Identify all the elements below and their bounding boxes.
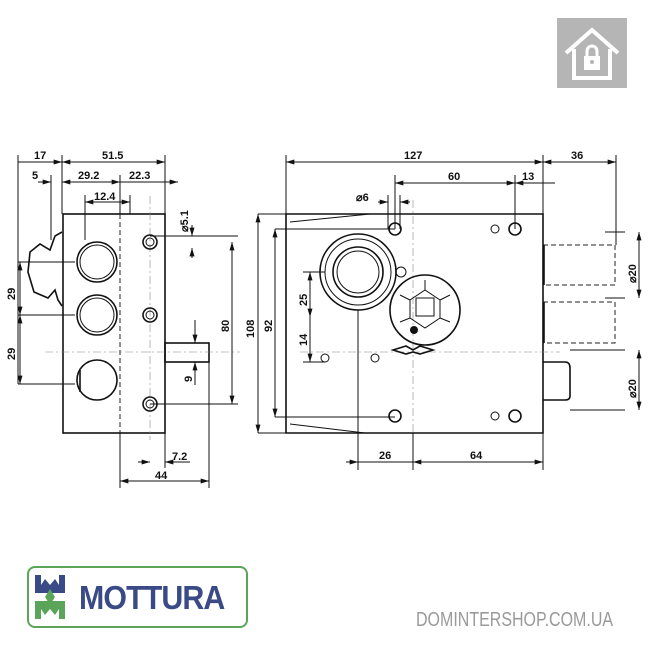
- side-view: 17 51.5 5 29.2 22.3 12.4 29 29 ⌀5.1 80 9…: [6, 150, 240, 488]
- house-lock-icon: [557, 18, 627, 88]
- mounting-holes: [320, 222, 522, 423]
- mottura-logo-mark: [35, 575, 65, 619]
- dim-51-5: 51.5: [102, 150, 123, 162]
- dim-92: 92: [263, 320, 275, 332]
- dim-36: 36: [571, 150, 583, 162]
- dim-29-lower: 29: [6, 348, 18, 360]
- handle-disk: [389, 274, 461, 355]
- brand-name: MOTTURA: [79, 579, 225, 616]
- cylinder: [319, 233, 407, 311]
- dim-44: 44: [155, 470, 168, 482]
- dim-26: 26: [379, 450, 391, 462]
- lock-body-front: [285, 213, 544, 434]
- dim-17: 17: [34, 150, 46, 162]
- dim-22-3: 22.3: [129, 170, 150, 182]
- website-watermark: DOMINTERSHOP.COM.UA: [416, 609, 614, 631]
- dim-dia-5-1: ⌀5.1: [179, 210, 191, 232]
- front-view: 127 36 60 13 ⌀6 108 92 25 14 26 64 ⌀20 ⌀…: [245, 150, 642, 470]
- dim-64: 64: [470, 450, 483, 462]
- dim-13: 13: [522, 171, 534, 183]
- knob: [27, 231, 63, 307]
- dim-29-upper: 29: [6, 288, 18, 300]
- dim-dia-6: ⌀6: [356, 192, 369, 204]
- dim-7-2: 7.2: [172, 451, 187, 463]
- dim-60: 60: [448, 171, 460, 183]
- dim-dia-20-lower: ⌀20: [627, 379, 639, 398]
- mottura-logo: MOTTURA: [27, 566, 248, 628]
- dim-12-4: 12.4: [94, 191, 116, 203]
- lock-body-side: [62, 213, 166, 434]
- dim-127: 127: [404, 150, 422, 162]
- bolt-stub: [164, 342, 210, 363]
- dim-5: 5: [32, 170, 38, 182]
- dim-14: 14: [298, 333, 310, 346]
- dim-9: 9: [183, 376, 195, 382]
- dim-108: 108: [245, 320, 257, 338]
- dim-dia-20-upper: ⌀20: [627, 264, 639, 283]
- dim-29-2: 29.2: [78, 170, 99, 182]
- dim-80: 80: [220, 320, 232, 332]
- bolts: [543, 244, 616, 401]
- dim-25: 25: [298, 294, 310, 306]
